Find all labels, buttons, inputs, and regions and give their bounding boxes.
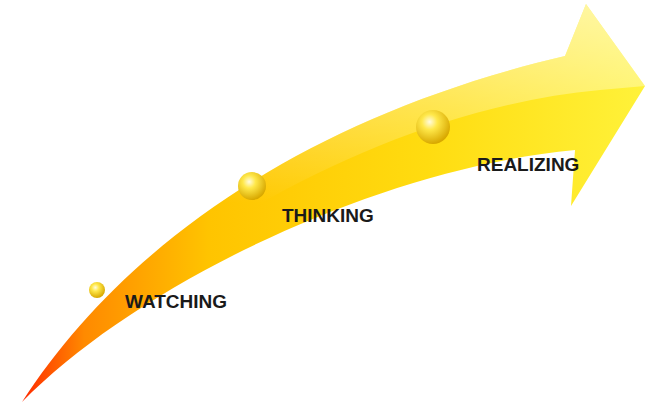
stage-label: THINKING (282, 206, 374, 227)
stage-label: REALIZING (477, 155, 579, 176)
sphere (238, 172, 266, 200)
sphere (89, 282, 105, 298)
arrow-body (22, 4, 645, 402)
stage-label: WATCHING (125, 292, 227, 313)
sphere (416, 110, 450, 144)
arrow-highlight (22, 4, 645, 402)
